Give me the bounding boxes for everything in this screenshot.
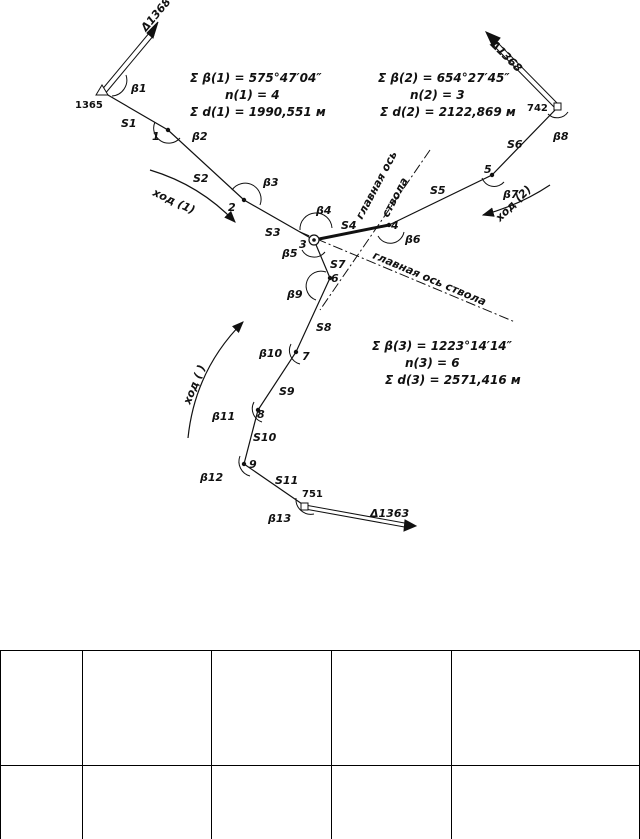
table-cell	[331, 650, 451, 765]
station-marker-742	[553, 102, 562, 111]
shaft-axis-line-2	[299, 231, 516, 323]
direction-ray-1368-top	[99, 21, 159, 96]
point-label-3: 3	[299, 238, 307, 251]
angle-label-beta2: β2	[191, 130, 208, 143]
table-cell	[211, 650, 331, 765]
point-label-9: 9	[249, 458, 257, 471]
side-label-s10: S10	[253, 431, 277, 444]
traverse-1-label: ход (1)	[150, 186, 197, 217]
traverse-3-line	[243, 239, 331, 507]
traverse-2-sum-beta: Σ β(2) = 654°27′45″	[378, 71, 510, 85]
table-cell	[0, 765, 82, 839]
angle-label-beta8: β8	[552, 130, 569, 143]
point-label-5: 5	[484, 163, 492, 176]
traverse-1-line	[100, 90, 315, 241]
station-marker-1365	[95, 84, 109, 96]
direction-ray-1368-right	[484, 31, 559, 109]
angle-label-beta7: β7	[502, 188, 519, 201]
side-label-s9: S9	[279, 385, 295, 398]
point-label-4: 4	[390, 219, 399, 232]
angle-label-beta3: β3	[262, 176, 279, 189]
table-cell	[451, 765, 640, 839]
traverse-1-sum-beta: Σ β(1) = 575°47′04″	[190, 71, 322, 85]
side-label-s5: S5	[430, 184, 446, 197]
empty-table	[0, 650, 640, 839]
station-label-742: 742	[527, 103, 548, 114]
table-cell	[451, 650, 640, 765]
shaft-axis-line-1	[319, 149, 431, 311]
side-label-s4: S4	[341, 219, 357, 232]
table-cell	[211, 765, 331, 839]
side-label-s1: S1	[121, 117, 137, 130]
station-marker-751	[300, 502, 309, 511]
table-cell	[82, 765, 211, 839]
traverse-3-arrow	[187, 321, 244, 439]
point-label-2: 2	[228, 201, 236, 214]
angle-label-beta9: β9	[286, 288, 303, 301]
station-label-1365: 1365	[75, 100, 103, 111]
traverse-2-line	[388, 106, 559, 226]
direction-label-1363: Δ1363	[369, 507, 409, 520]
side-label-s7: S7	[330, 258, 346, 271]
angle-label-beta5: β5	[281, 247, 298, 260]
angle-label-beta10: β10	[258, 347, 283, 360]
angle-arcs	[111, 74, 569, 515]
point-label-8: 8	[257, 408, 265, 421]
traverse-3-sum-beta: Σ β(3) = 1223°14′14″	[372, 339, 513, 353]
traverse-2-n: n(2) = 3	[410, 88, 465, 102]
traverse-scheme: 1365 742 751 1 2 3 4 5 6 7 8 9 Δ1368 Δ13…	[75, 0, 569, 532]
side-label-s3: S3	[265, 226, 281, 239]
angle-label-beta12: β12	[199, 471, 224, 484]
axis-label-main-2: главная ось ствола	[371, 249, 488, 309]
direction-label-1368-right: Δ1368	[487, 37, 525, 75]
side-label-s11: S11	[275, 474, 298, 487]
station-marker-3-center	[312, 238, 316, 242]
point-label-1: 1	[152, 130, 160, 143]
point-label-7: 7	[302, 350, 310, 363]
traverse-2-sum-d: Σ d(2) = 2122,869 м	[380, 105, 516, 119]
angle-label-beta4: β4	[315, 204, 332, 217]
point-label-6: 6	[331, 272, 339, 285]
traverse-1-arrow	[149, 169, 236, 223]
table-cell	[331, 765, 451, 839]
traverse-2-arrow	[481, 184, 551, 217]
point-dots	[165, 127, 495, 467]
side-label-s2: S2	[193, 172, 209, 185]
station-label-751: 751	[302, 489, 323, 500]
table-cell	[0, 650, 82, 765]
direction-ray-1363	[304, 504, 418, 532]
side-label-s8: S8	[316, 321, 332, 334]
side-label-s6: S6	[507, 138, 523, 151]
segment-3-4-bold	[313, 223, 390, 242]
traverse-3-n: n(3) = 6	[405, 356, 460, 370]
traverse-3-label: ход ( )	[180, 363, 208, 407]
angle-label-beta11: β11	[211, 410, 235, 423]
angle-label-beta13: β13	[267, 512, 292, 525]
angle-label-beta1: β1	[130, 82, 147, 95]
traverse-3-sum-d: Σ d(3) = 2571,416 м	[385, 373, 521, 387]
traverse-1-sum-d: Σ d(1) = 1990,551 м	[190, 105, 326, 119]
angle-label-beta6: β6	[404, 233, 421, 246]
table-cell	[82, 650, 211, 765]
traverse-1-n: n(1) = 4	[225, 88, 280, 102]
